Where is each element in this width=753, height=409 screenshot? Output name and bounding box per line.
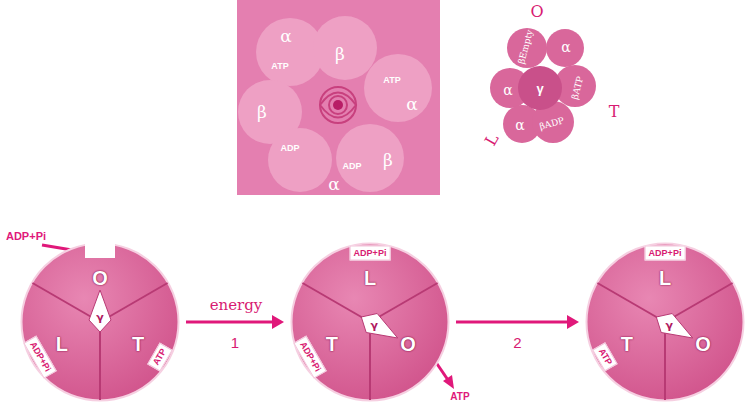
label-text: α: [561, 40, 570, 54]
sector-divider: [32, 283, 100, 322]
label-text: β: [383, 152, 393, 169]
site-letter: L: [659, 268, 671, 288]
rotor-sector: LADP+Pi: [20, 242, 180, 402]
rotor-sector: O: [290, 242, 450, 402]
empty-site: [85, 242, 115, 258]
bound-molecule: ATP: [147, 342, 173, 371]
label-text: α: [515, 118, 524, 132]
rotor-circle: γLADP+PiTATPO: [585, 242, 745, 402]
reaction-arrow: [186, 315, 284, 329]
label-text: ADP: [280, 144, 299, 153]
site-letter: O: [695, 334, 711, 354]
bound-molecule: ADP+Pi: [645, 246, 686, 261]
rotor-circle: γLADP+PiTADP+PiO: [290, 242, 450, 402]
label-text: α: [503, 83, 512, 97]
arrow-head: [443, 375, 454, 389]
sector-divider: [665, 283, 733, 322]
sector-divider: [302, 283, 370, 322]
rotor-sector: TADP+Pi: [290, 242, 450, 402]
bound-molecule: ATP: [592, 342, 618, 371]
site-letter: L: [364, 268, 376, 288]
bound-molecule: ADP+Pi: [350, 246, 391, 261]
rotor-drawing: [585, 242, 745, 402]
site-letter: T: [326, 334, 338, 354]
label-text: β: [335, 46, 345, 63]
label-text: T: [609, 104, 620, 120]
gamma-arrow: [656, 314, 692, 339]
structure-photo: [237, 0, 440, 195]
step-number: 1: [231, 335, 239, 350]
label-text: L: [482, 131, 501, 148]
site-letter: T: [621, 334, 633, 354]
sector-divider: [597, 283, 665, 322]
label-text: α: [406, 96, 417, 113]
arrow-head: [567, 315, 579, 329]
rotor-disc: [292, 244, 449, 401]
top-view-lobes: [490, 28, 596, 143]
bound-molecule: ADP+Pi: [294, 335, 327, 378]
label-text: energy: [210, 298, 263, 313]
arrow-head: [272, 315, 284, 329]
label-text: α: [328, 176, 339, 193]
label-text: γ: [536, 82, 543, 95]
sector-divider: [100, 283, 168, 322]
site-letter: O: [400, 334, 416, 354]
reaction-arrow: [456, 315, 579, 329]
label-text: ATP: [383, 76, 400, 85]
gamma-label: γ: [371, 319, 379, 330]
label-text: O: [530, 4, 543, 20]
label-text: ADP+Pi: [6, 231, 46, 242]
label-text: ATP: [271, 62, 288, 71]
label-text: ATP: [450, 392, 469, 402]
rotor-sector: TATP: [585, 242, 745, 402]
rotor-sector: L ADP+Pi: [585, 242, 745, 402]
arrow-line: [186, 321, 273, 324]
gamma-arrow: [361, 314, 397, 339]
rotor-sector: TATP: [20, 242, 180, 402]
protein-lobes: [238, 16, 432, 192]
arrow-line: [456, 321, 568, 324]
sector-divider: [99, 322, 101, 400]
label-text: ADP: [342, 162, 361, 171]
site-letter: T: [132, 334, 144, 354]
rotor-disc: [587, 244, 744, 401]
gamma-arrow: [89, 290, 111, 332]
site-letter: L: [56, 334, 68, 354]
gamma-label: γ: [96, 312, 104, 323]
sector-divider: [370, 283, 438, 322]
step-number: 2: [513, 335, 521, 350]
gamma-label: γ: [666, 319, 674, 330]
bound-molecule: ADP+Pi: [24, 335, 57, 378]
rotor-disc: [22, 244, 179, 401]
rotor-sector: O: [585, 242, 745, 402]
helix: [320, 87, 356, 123]
label-text: α: [280, 28, 291, 45]
label-text: β: [257, 104, 267, 121]
rotor-circle: γOLADP+PiTATP: [20, 242, 180, 402]
core: [333, 100, 343, 110]
site-letter: O: [92, 268, 108, 288]
